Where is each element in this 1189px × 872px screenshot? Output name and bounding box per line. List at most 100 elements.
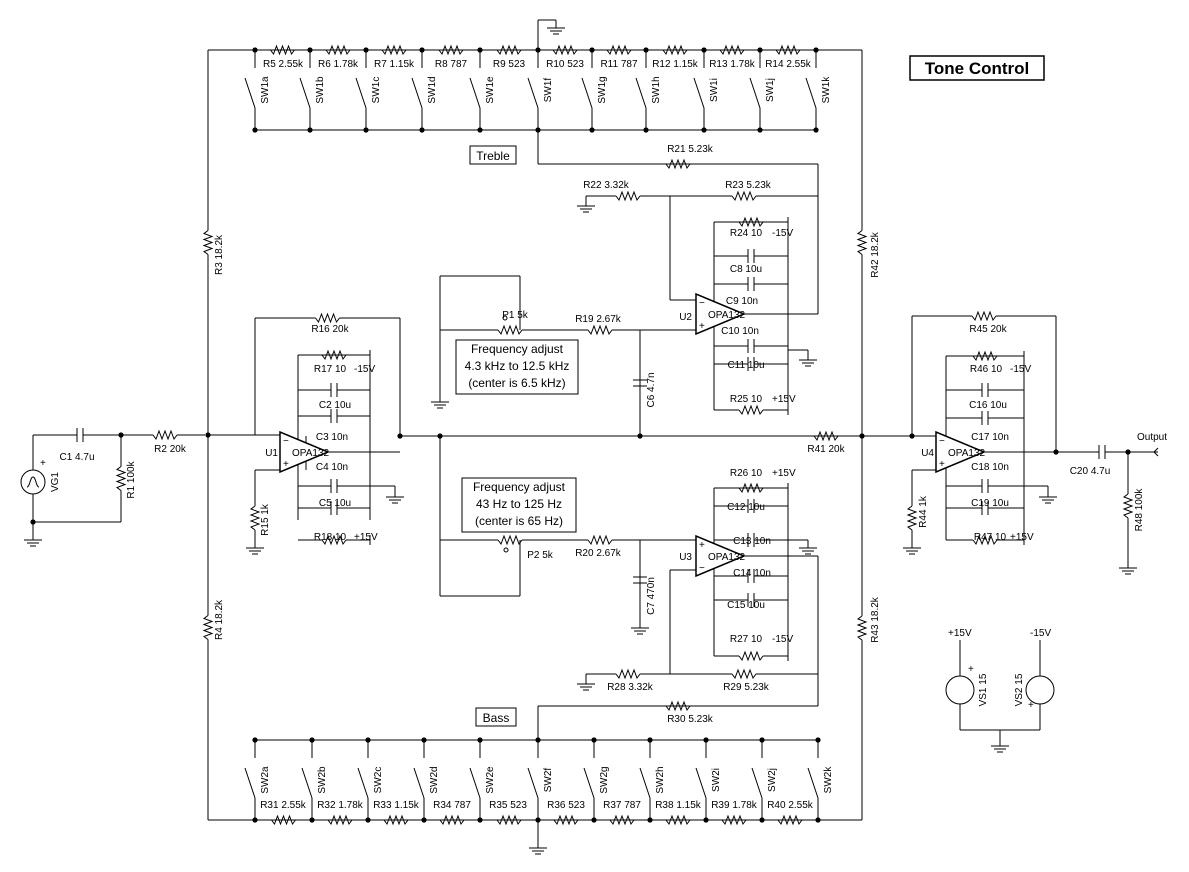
resistor-r22	[615, 190, 641, 202]
switch-sw1d	[411, 77, 423, 109]
label-sw2g: SW2g	[599, 766, 610, 793]
resistor-r27	[738, 650, 764, 662]
label-vs2: VS2 15	[1014, 673, 1025, 706]
label-r20: R20 2.67k	[575, 548, 622, 559]
label-c4: C4 10n	[316, 462, 348, 473]
u2-minus-rail: -15V	[772, 228, 793, 239]
junction-dot	[437, 433, 443, 439]
resistor-r29	[731, 668, 757, 680]
resistor-r40	[777, 814, 803, 826]
label-u2-part: OPA132	[708, 310, 745, 321]
junction-dot	[643, 127, 649, 133]
label-r30: R30 5.23k	[667, 714, 714, 725]
resistor-r21	[665, 158, 691, 170]
resistor-r25	[738, 404, 764, 416]
switch-sw2g	[583, 767, 595, 799]
label-r2: R2 20k	[154, 444, 187, 455]
ground-symbol	[577, 205, 595, 213]
label-r16: R16 20k	[311, 324, 349, 335]
resistor-r44	[906, 505, 918, 531]
label-r18: R18 10	[314, 532, 347, 543]
junction-dot	[252, 737, 258, 743]
label-r34: R34 787	[433, 800, 471, 811]
output-terminal	[1153, 447, 1159, 457]
label-sw1g: SW1g	[597, 76, 608, 103]
resistor-r24	[738, 216, 764, 228]
resistor-r30	[665, 700, 691, 712]
source-vg1-wave	[26, 476, 40, 488]
ground-symbol	[799, 359, 817, 367]
resistor-r7	[381, 44, 407, 56]
label-r32: R32 1.78k	[317, 800, 364, 811]
switch-sw1i	[693, 77, 705, 109]
label-r8: R8 787	[435, 59, 468, 70]
label-sw1f: SW1f	[543, 78, 554, 103]
label-r31: R31 2.55k	[260, 800, 307, 811]
label-r22: R22 3.32k	[583, 180, 630, 191]
label-r3: R3 18.2k	[214, 234, 225, 275]
resistor-r42	[856, 230, 868, 255]
resistor-r20	[587, 534, 613, 546]
label-r43: R43 18.2k	[870, 596, 881, 643]
switch-sw2k	[807, 767, 819, 799]
label-u2: U2	[679, 312, 692, 323]
opamp-u3: +−	[695, 534, 746, 578]
label-r11: R11 787	[600, 59, 638, 70]
switch-sw1j	[749, 77, 761, 109]
label-sw1a: SW1a	[260, 76, 271, 104]
label-sw2h: SW2h	[655, 766, 666, 793]
source-vs1	[945, 675, 975, 705]
freq-bass-line-2: 43 Hz to 125 Hz	[476, 497, 562, 511]
label-c14: C14 10n	[733, 568, 771, 579]
title: Tone Control	[925, 59, 1030, 78]
junction-dot	[757, 127, 763, 133]
junction-dot	[859, 433, 865, 439]
resistor-r1	[115, 466, 127, 491]
freq-treble-box	[455, 339, 579, 395]
junction-dot	[647, 737, 653, 743]
label-u4: U4	[921, 448, 934, 459]
label-r19: R19 2.67k	[575, 314, 622, 325]
label-sw1j: SW1j	[765, 78, 776, 102]
resistor-r2	[152, 429, 178, 441]
junction-dot	[535, 47, 541, 53]
freq-bass-line-3: (center is 65 Hz)	[475, 514, 563, 528]
pot-p2-wiper-marker	[503, 547, 509, 553]
pot-p1-wiper-marker	[502, 315, 508, 321]
supply-plus-label: +15V	[948, 628, 972, 639]
label-r5: R5 2.55k	[263, 59, 304, 70]
svg-text:+: +	[699, 540, 705, 551]
label-r35: R35 523	[489, 800, 527, 811]
label-r42: R42 18.2k	[870, 231, 881, 278]
switch-sw2f	[527, 767, 539, 799]
title-box	[909, 55, 1045, 81]
label-sw2a: SW2a	[260, 766, 271, 794]
junction-dot	[365, 817, 371, 823]
junction-dot	[637, 433, 643, 439]
label-sw2b: SW2b	[317, 766, 328, 794]
components: −+−++−−+	[20, 27, 1159, 855]
resistor-r38	[665, 814, 691, 826]
junction-dot	[643, 47, 649, 53]
label-r48: R48 100k	[1134, 488, 1145, 532]
label-vg1: VG1	[50, 472, 61, 492]
svg-text:+: +	[283, 459, 289, 470]
switch-sw2a	[244, 767, 256, 799]
treble-box	[469, 145, 517, 165]
label-r6: R6 1.78k	[318, 59, 359, 70]
switch-sw1f	[527, 77, 539, 109]
opamp-u1: −+	[279, 430, 330, 474]
source-vs2	[1025, 675, 1055, 705]
label-r12: R12 1.15k	[652, 59, 699, 70]
label-u1: U1	[265, 448, 278, 459]
label-r17: R17 10	[314, 364, 347, 375]
label-r9: R9 523	[493, 59, 526, 70]
junction-dot	[759, 817, 765, 823]
svg-text:+: +	[939, 459, 945, 470]
junction-dot	[591, 817, 597, 823]
label-c1: C1 4.7u	[59, 452, 94, 463]
switch-sw2e	[469, 767, 481, 799]
resistor-r13	[719, 44, 745, 56]
switch-sw1c	[355, 77, 367, 109]
freq-treble-line-1: Frequency adjust	[471, 342, 564, 356]
